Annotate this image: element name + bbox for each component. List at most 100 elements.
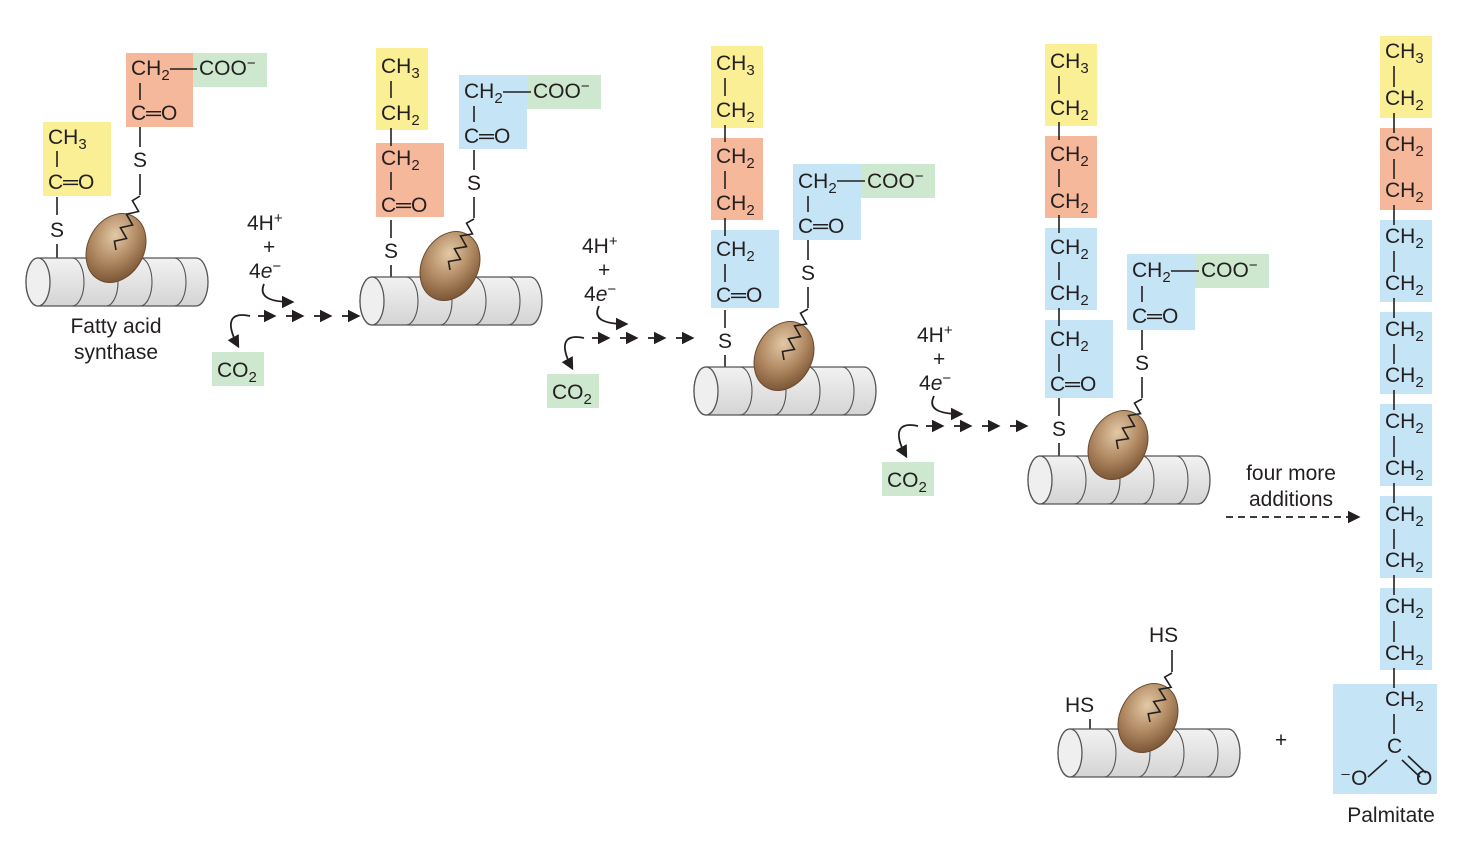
stage3-ch3: CH3 xyxy=(716,52,755,79)
malonyl-box-3 xyxy=(793,164,861,240)
bond xyxy=(1367,759,1388,778)
cylinder-segment xyxy=(1171,728,1185,778)
stage2-ch2-b: CH2 xyxy=(381,147,420,174)
stage4-ch2-b: CH2 xyxy=(1050,143,1089,170)
cylinder-segment xyxy=(807,366,821,416)
fatty-acid-synthase-2 xyxy=(359,276,543,326)
reduction-arrow-3 xyxy=(931,395,964,421)
palmitate-label: Palmitate xyxy=(1347,804,1435,827)
reduction-1-plus: + xyxy=(263,236,275,259)
hexanoyl-ethyl-box xyxy=(711,46,763,128)
malonyl3-s: S xyxy=(801,262,815,285)
malonyl-s: S xyxy=(133,149,147,172)
palmitate-o: O xyxy=(1416,767,1432,790)
fatty-acid-synthase-1 xyxy=(25,257,209,307)
phosphopantetheine-arm-4 xyxy=(1115,398,1143,450)
reduction-arrow-1 xyxy=(261,283,295,309)
malonyl4-ch2: CH2 xyxy=(1132,259,1171,286)
carboxyl-box-1 xyxy=(193,53,267,87)
cylinder-segment xyxy=(739,366,753,416)
palmitate-carbon-13: CH2 xyxy=(1385,595,1424,622)
acp-sh: HS xyxy=(1149,624,1178,647)
stage2-ch2-a: CH2 xyxy=(381,102,420,129)
stage4-ch2-f: CH2 xyxy=(1050,328,1089,355)
malonyl3-coo: COO− xyxy=(867,168,924,193)
stage4-ch2-e: CH2 xyxy=(1050,282,1089,309)
butyryl-ethyl-box xyxy=(376,48,428,130)
fatty-acid-synthase-free xyxy=(1057,728,1241,778)
co2-1: CO2 xyxy=(217,359,257,386)
palmitate-box-6 xyxy=(1380,496,1432,578)
fatty-acid-synthase-3 xyxy=(693,366,877,416)
palmitate-c1: C xyxy=(1387,735,1402,758)
reduction-3-plus: + xyxy=(933,348,945,371)
palmitate-carbon-14: CH2 xyxy=(1385,642,1424,669)
stage4-ch2-a: CH2 xyxy=(1050,97,1089,124)
four-more-additions-line2: additions xyxy=(1249,488,1333,511)
palmitate-carbon-5: CH2 xyxy=(1385,225,1424,252)
phosphopantetheine-arm-2 xyxy=(447,218,475,271)
acp-domain xyxy=(1117,683,1179,753)
acetyl-carbonyl: C═O xyxy=(48,171,94,194)
stage2-ch3: CH3 xyxy=(381,55,420,82)
cylinder-segment xyxy=(1103,728,1117,778)
palmitate-carbon-7: CH2 xyxy=(1385,318,1424,345)
malonyl-box-2 xyxy=(459,75,527,149)
malonyl4-carbonyl: C═O xyxy=(1132,305,1178,328)
reduction-1-electrons: 4e− xyxy=(249,258,281,283)
palmitate-box-4 xyxy=(1380,312,1432,394)
fas-label-line2: synthase xyxy=(74,341,158,364)
reduction-1-protons: 4H+ xyxy=(247,210,283,235)
palmitate-carbon-15: CH2 xyxy=(1385,688,1424,715)
reduction-2-protons: 4H+ xyxy=(582,233,618,258)
malonyl4-s: S xyxy=(1135,352,1149,375)
stage3-ch2-c: CH2 xyxy=(716,192,755,219)
cys-sh: HS xyxy=(1065,694,1094,717)
cylinder-segment xyxy=(1175,455,1189,505)
phosphopantetheine-arm-3 xyxy=(781,308,809,361)
cylinder-segment xyxy=(405,276,419,326)
malonyl-coo: COO− xyxy=(199,55,256,80)
hexanoyl-carbonyl-box xyxy=(711,230,779,308)
reduction-3-protons: 4H+ xyxy=(917,322,953,347)
decarboxylation-arrow-2 xyxy=(561,336,585,371)
stage4-s: S xyxy=(1052,418,1066,441)
bond xyxy=(1401,759,1421,778)
cylinder-segment xyxy=(507,276,521,326)
malonyl2-carbonyl: C═O xyxy=(464,125,510,148)
palmitate-box-2 xyxy=(1380,128,1432,210)
palmitate-carbon-2: CH2 xyxy=(1385,87,1424,114)
palmitate-carbon-6: CH2 xyxy=(1385,272,1424,299)
fatty-acid-synthase-4 xyxy=(1027,455,1211,505)
malonyl2-s: S xyxy=(467,172,481,195)
co2-2-box xyxy=(547,374,599,408)
octanoyl-carbonyl-box xyxy=(1045,320,1113,398)
malonyl2-ch2: CH2 xyxy=(464,80,503,107)
bond xyxy=(1407,755,1427,774)
acetyl-ch3: CH3 xyxy=(48,126,87,153)
cylinder-segment xyxy=(1073,455,1087,505)
palmitate-ethyl-box xyxy=(1380,36,1432,118)
reduction-2-plus: + xyxy=(598,259,610,282)
stage4-ch2-c: CH2 xyxy=(1050,190,1089,217)
carboxyl-box-3 xyxy=(861,164,935,198)
palmitate-o-minus: ⁻O xyxy=(1340,767,1367,790)
cylinder-segment xyxy=(1205,728,1219,778)
reduction-2-electrons: 4e− xyxy=(584,281,616,306)
butyryl-carbonyl-box xyxy=(376,143,444,217)
malonyl3-ch2: CH2 xyxy=(798,170,837,197)
malonyl-box-1 xyxy=(126,53,193,127)
phosphopantetheine-arm-1 xyxy=(113,195,141,251)
cylinder-segment xyxy=(473,276,487,326)
plus-sign: + xyxy=(1275,729,1287,752)
reduction-3-electrons: 4e− xyxy=(919,370,951,395)
fas-label-line1: Fatty acid xyxy=(70,315,161,338)
acetyl-thioester-s: S xyxy=(50,219,64,242)
stage3-carbonyl: C═O xyxy=(716,284,762,307)
co2-1-box xyxy=(212,352,264,386)
palmitate-box-3 xyxy=(1380,220,1432,302)
reduction-arrow-2 xyxy=(596,305,629,331)
malonyl-box-4 xyxy=(1127,254,1195,330)
co2-3: CO2 xyxy=(887,469,927,496)
